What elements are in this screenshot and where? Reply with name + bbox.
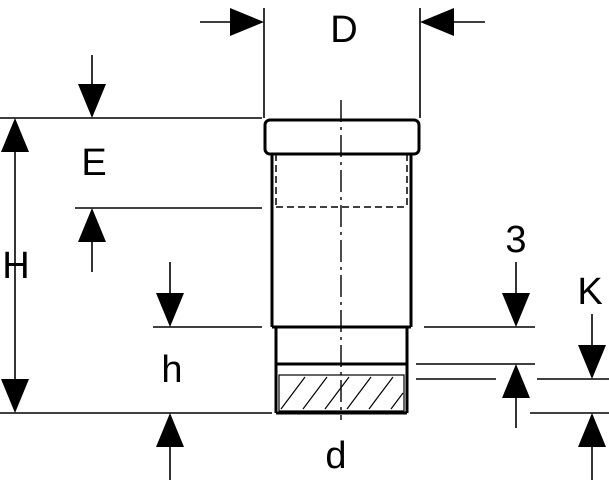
label-E: E xyxy=(81,142,106,184)
pipe-body xyxy=(263,100,421,420)
socket-collar xyxy=(263,118,421,156)
dimension-h: h xyxy=(156,262,184,480)
label-K: K xyxy=(577,271,602,313)
label-h: h xyxy=(161,349,182,391)
seal-section xyxy=(278,374,405,412)
dimension-3: 3 xyxy=(502,219,530,428)
label-d: d xyxy=(325,435,346,477)
extension-lines xyxy=(0,8,609,414)
label-D: D xyxy=(330,9,357,51)
dimension-D: D xyxy=(200,8,485,51)
dimension-K: K xyxy=(577,271,606,480)
dimension-H: H xyxy=(1,118,30,413)
label-H: H xyxy=(2,245,29,287)
dimension-E: E xyxy=(78,55,107,272)
label-3: 3 xyxy=(505,219,526,261)
